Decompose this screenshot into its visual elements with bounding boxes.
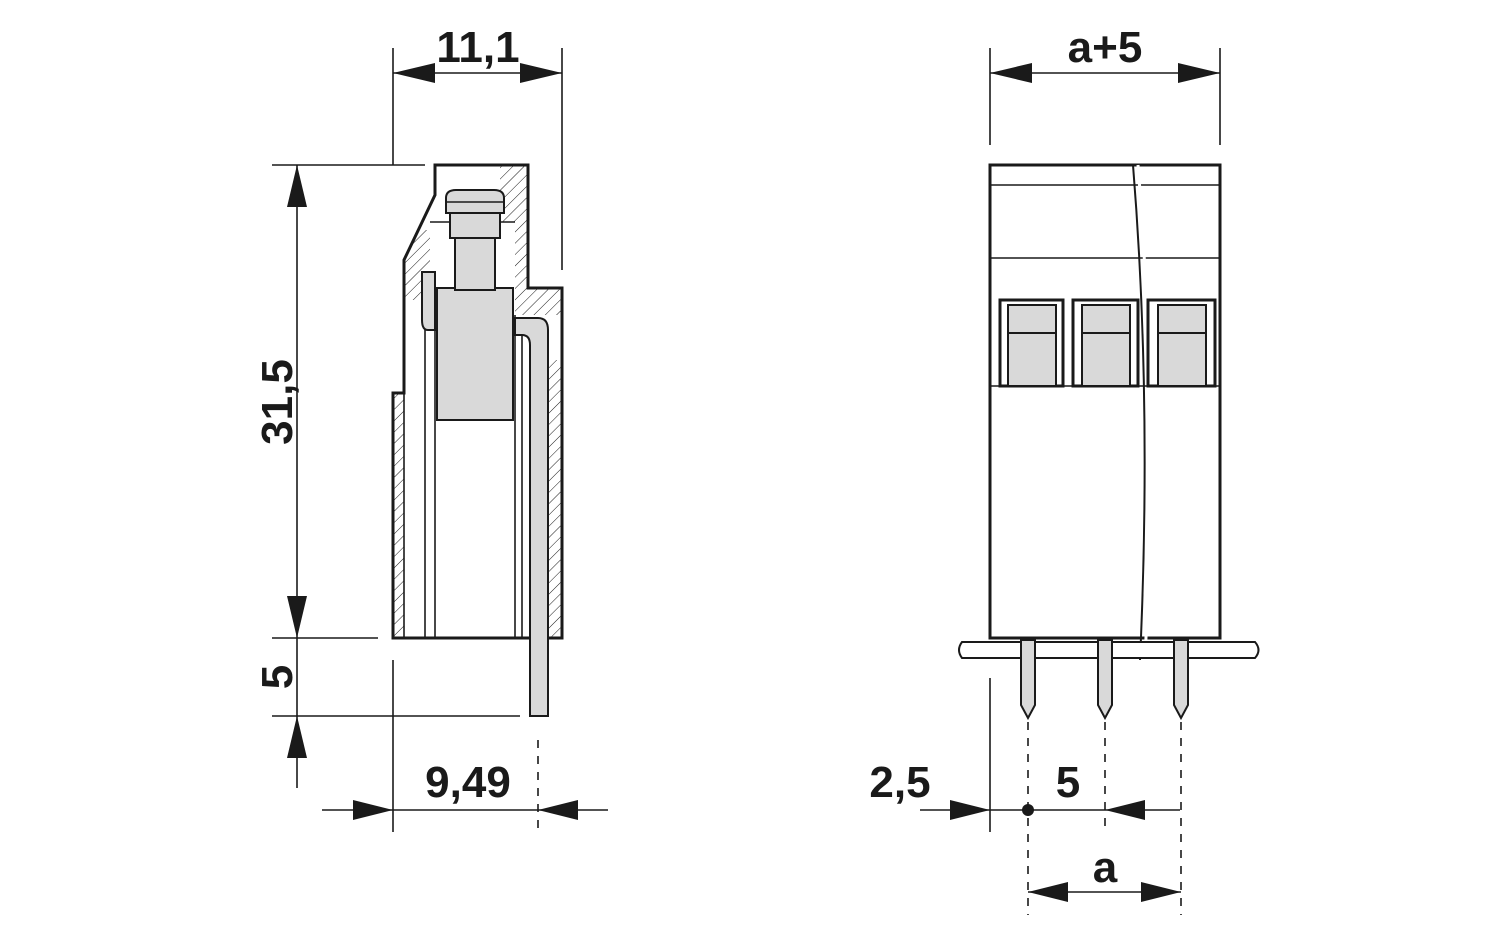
clamp-body	[436, 287, 514, 421]
dim-pitch-row: 2,5 5	[869, 758, 1180, 820]
side-view: 11,1 31,5 5 9,49	[253, 23, 608, 832]
clamp-window-3	[1146, 298, 1217, 388]
dim-width-top-label: 11,1	[436, 23, 519, 72]
dim-pitch-label: 5	[1056, 758, 1080, 807]
dim-pin-length: 5	[253, 638, 520, 788]
screw-neck	[449, 211, 501, 239]
spring-left	[421, 271, 436, 331]
front-view: a+5	[869, 23, 1260, 915]
dim-height-label: 31,5	[253, 359, 302, 445]
dim-edge-offset-label: 2,5	[869, 758, 930, 807]
front-pin-3	[1173, 639, 1189, 721]
dim-pin-length-label: 5	[253, 665, 302, 689]
dim-overall-width: a+5	[989, 23, 1221, 145]
dim-height: 31,5	[253, 164, 425, 639]
dim-pin-offset-label: 9,49	[425, 758, 511, 807]
front-pin-1	[1020, 639, 1036, 721]
clamp-window-1	[998, 298, 1065, 388]
front-pin-2	[1097, 639, 1113, 721]
side-housing	[391, 163, 564, 717]
dim-pin-offset: 9,49	[322, 660, 608, 832]
dim-overall-width-label: a+5	[1068, 23, 1143, 72]
solder-pin	[514, 317, 549, 717]
dim-width-top: 11,1	[392, 23, 563, 270]
front-housing	[988, 163, 1222, 661]
dim-variable-pitch-label: a	[1093, 843, 1118, 892]
screw-shank	[454, 234, 496, 291]
dim-variable-pitch: a	[1028, 843, 1181, 902]
clamp-window-2	[1071, 298, 1140, 388]
